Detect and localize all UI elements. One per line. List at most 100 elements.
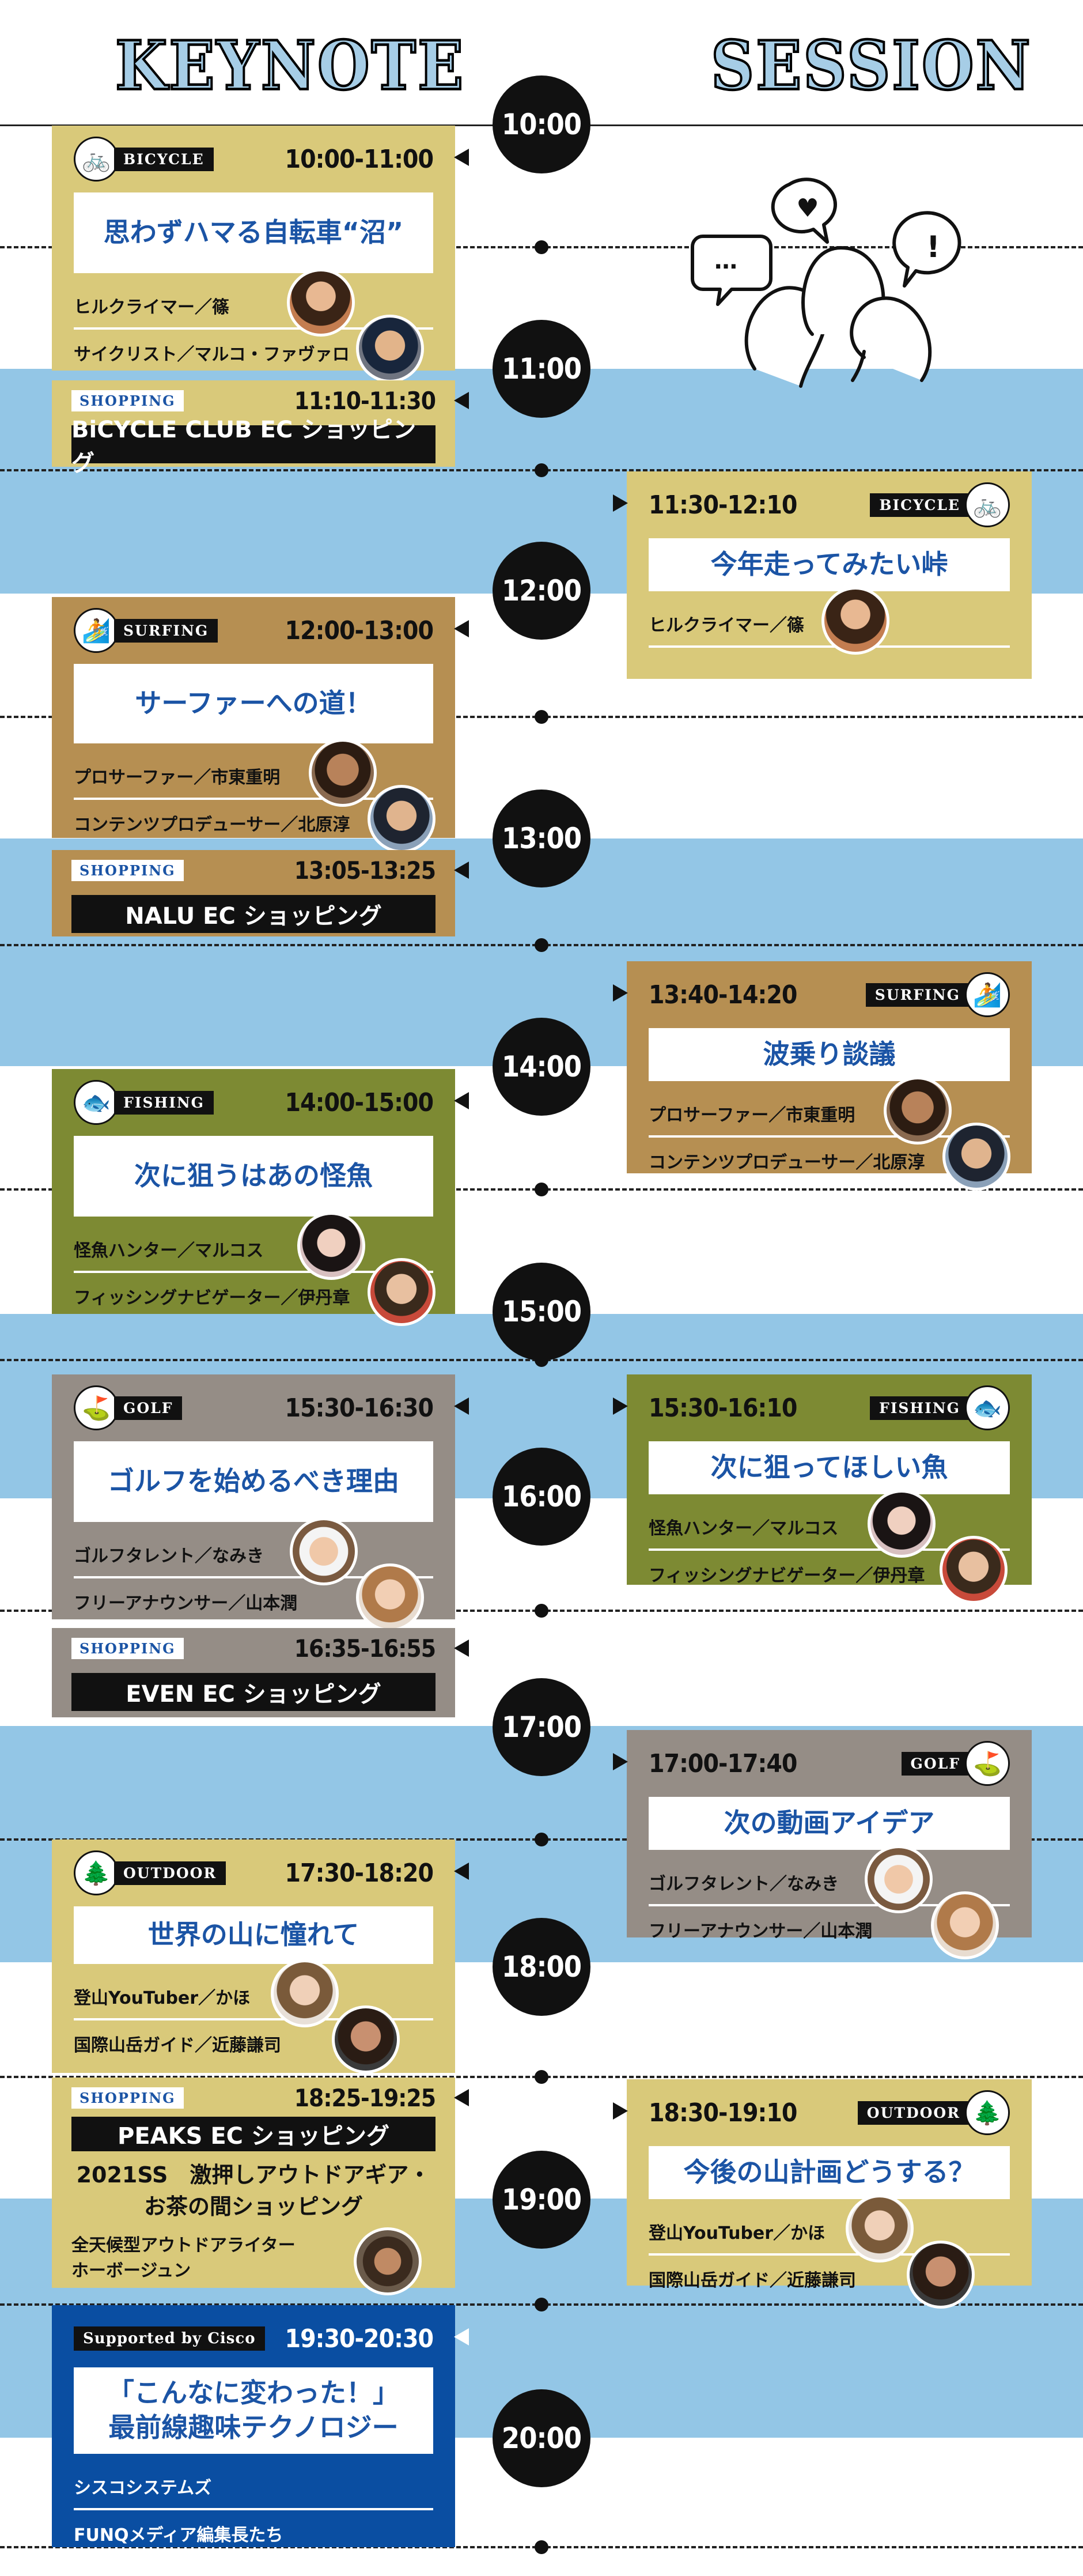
keynote-card-outdoor[interactable]: 🌲 OUTDOOR 17:30-18:20 世界の山に憧れて 登山YouTube… [52,1840,469,2073]
bubble-dots: … [714,248,737,274]
speaker-name: ゴルフタレント／なみき [649,1874,839,1894]
time-marker: 16:00 [493,1448,590,1546]
time-marker: 11:00 [493,320,590,418]
avatar [356,315,424,383]
surfer-icon: 🏄 [965,972,1010,1017]
speaker-name: ホーボージュン [71,2260,191,2281]
speaker-name: 国際山岳ガイド／近藤謙司 [649,2271,856,2291]
title-line: 最前線趣味テクノロジー [108,2412,399,2443]
avatar [931,1891,999,1959]
time-marker: 13:00 [493,790,590,887]
pointer-arrow [454,620,469,637]
timeline-dot [535,1833,548,1846]
speaker-row: サイクリスト／マルコ・ファヴァロ [74,315,433,383]
session-time: 15:30-16:30 [285,1393,434,1423]
category-label: GOLF [901,1751,970,1776]
avatar [868,1490,936,1558]
speaker-row: フリーアナウンサー／山本潤 [649,1891,1010,1959]
session-card-fishing[interactable]: 15:30-16:10 FISHING 🐟 次に狙ってほしい魚 怪魚ハンター／マ… [613,1374,1032,1604]
speaker-name: 登山YouTuber／かほ [649,2223,825,2243]
avatar [356,1563,424,1631]
session-time: 19:30-20:30 [285,2324,434,2354]
keynote-card-fishing[interactable]: 🐟 FISHING 14:00-15:00 次に狙うはあの怪魚 怪魚ハンター／マ… [52,1069,469,1326]
pointer-arrow [454,149,469,166]
sponsor-label: Supported by Cisco [74,2326,265,2351]
pointer-arrow [454,862,469,879]
keynote-card-golf[interactable]: ⛳ GOLF 15:30-16:30 ゴルフを始めるべき理由 ゴルフタレント／な… [52,1374,469,1631]
bubble-heart: ♥ [796,194,819,223]
session-time: 18:25-19:25 [294,2083,436,2112]
speaker-row: プロサーファー／市東重明 [649,1077,1010,1145]
session-time: 12:00-13:00 [285,615,434,645]
shopping-title: PEAKS EC ショッピング [71,2117,436,2151]
keynote-heading: KEYNOTE [114,24,465,106]
session-title: 今年走ってみたい峠 [649,538,1010,591]
shopping-label: SHOPPING [71,390,184,411]
session-time: 11:10-11:30 [294,386,436,415]
speaker-name: サイクリスト／マルコ・ファヴァロ [74,345,350,365]
timeline-dot [535,463,548,477]
keynote-card-surfing[interactable]: 🏄 SURFING 12:00-13:00 サーファーへの道！ プロサーファー／… [52,597,469,853]
category-label: SURFING [114,618,218,643]
tree-icon: 🌲 [74,1850,119,1895]
avatar [290,1517,358,1585]
category-label: FISHING [114,1090,214,1115]
speaker-row: コンテンツプロデューサー／北原淳 [649,1123,1010,1191]
speaker-row: 怪魚ハンター／マルコス [649,1490,1010,1558]
session-title: 次の動画アイデア [649,1797,1010,1850]
speaker-name: ヒルクライマー／篠 [649,615,804,636]
speaker-name: コンテンツプロデューサー／北原淳 [74,815,350,835]
category-label: OUTDOOR [114,1861,226,1885]
pointer-arrow [613,1753,628,1770]
bubble-exclaim: ! [926,230,940,265]
speaker-row: フィッシングナビゲーター／伊丹章 [74,1258,436,1326]
avatar [287,269,355,337]
session-time: 17:30-18:20 [285,1858,434,1888]
avatar [332,2005,400,2073]
surfer-icon: 🏄 [74,608,119,653]
speaker-name: プロサーファー／市東重明 [74,768,281,788]
subtitle-line: お茶の間ショッピング [143,2194,363,2220]
shopping-title: NALU EC ショッピング [71,895,436,933]
avatar [297,1212,365,1280]
session-time: 10:00-11:00 [285,144,434,174]
speaker-row: プロサーファー／市東重明 [74,739,433,807]
speaker-name: ゴルフタレント／なみき [74,1546,264,1566]
avatar [309,739,377,807]
session-heading: SESSION [710,24,1032,106]
speaker-row: ゴルフタレント／なみき [649,1845,1010,1913]
session-title: 次に狙うはあの怪魚 [74,1136,433,1217]
avatar [821,587,889,655]
session-card-golf[interactable]: 17:00-17:40 GOLF ⛳ 次の動画アイデア ゴルフタレント／なみき … [613,1730,1032,1959]
session-card-bicycle[interactable]: 11:30-12:10 BICYCLE 🚲 今年走ってみたい峠 ヒルクライマー／… [613,471,1032,679]
session-time: 15:30-16:10 [649,1393,797,1423]
shopping-title: EVEN EC ショッピング [71,1673,436,1711]
avatar [865,1845,933,1913]
avatar [354,2227,422,2296]
keynote-card-cisco[interactable]: Supported by Cisco 19:30-20:30 「こんなに変わった… [52,2305,469,2547]
speaker-row: ヒルクライマー／篠 [74,269,433,337]
time-marker: 10:00 [493,75,590,173]
pointer-arrow [613,494,628,512]
avatar [942,1123,1010,1191]
keynote-card-bicycle[interactable]: 🚲 BICYCLE 10:00-11:00 思わずハマる自転車“沼” ヒルクライ… [52,126,469,383]
golf-icon: ⛳ [965,1741,1010,1786]
session-card-surfing[interactable]: 13:40-14:20 SURFING 🏄 波乗り談議 プロサーファー／市東重明… [613,961,1032,1191]
fish-icon: 🐟 [965,1385,1010,1430]
time-marker: 20:00 [493,2389,590,2487]
timeline-dot [535,2298,548,2311]
pointer-arrow [613,1397,628,1415]
session-card-outdoor[interactable]: 18:30-19:10 OUTDOOR 🌲 今後の山計画どうする？ 登山YouT… [613,2079,1032,2309]
speaker-row: 登山YouTuber／かほ [649,2194,1010,2263]
session-title: ゴルフを始めるべき理由 [74,1441,433,1522]
avatar [368,785,436,853]
session-time: 16:35-16:55 [294,1634,436,1663]
speaker-name: 国際山岳ガイド／近藤謙司 [74,2035,281,2056]
shopping-card[interactable]: SHOPPING 11:10-11:30 BiCYCLE CLUB EC ショッピ… [52,380,469,477]
speaker-name: シスコシステムズ [74,2478,212,2498]
shopping-title: BiCYCLE CLUB EC ショッピング [71,417,436,477]
